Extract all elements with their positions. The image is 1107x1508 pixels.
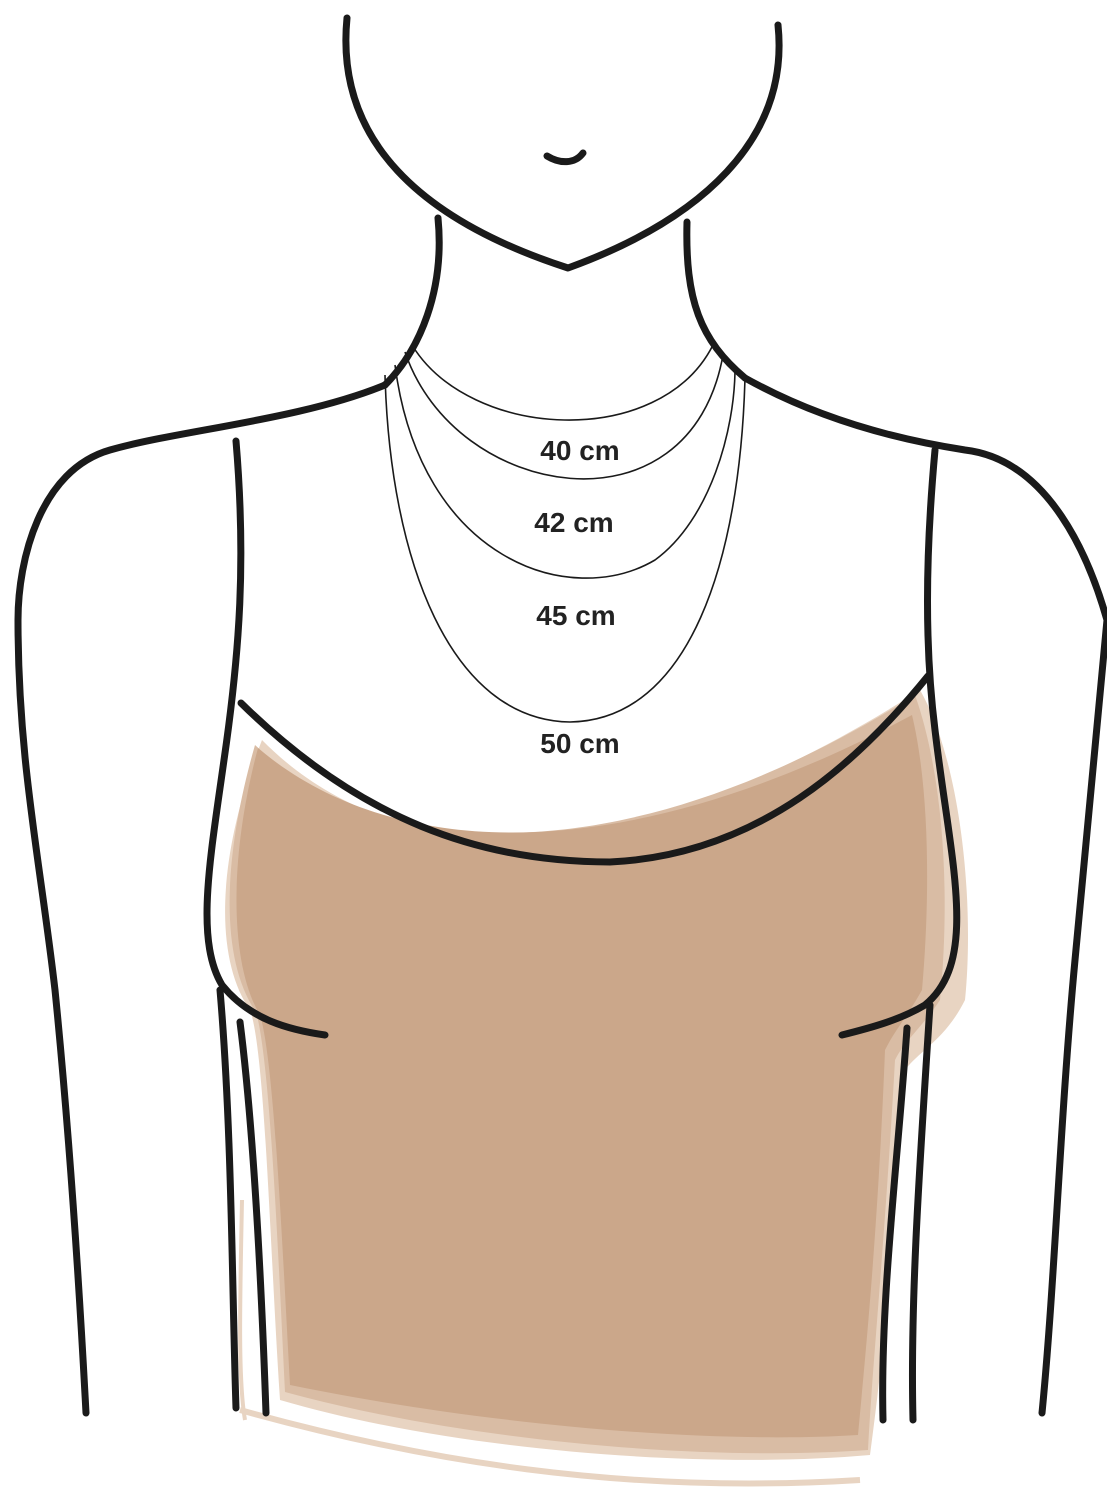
- top-fill-main: [236, 715, 927, 1437]
- left-torso-outer: [220, 990, 236, 1408]
- chain-40cm: [412, 345, 713, 420]
- length-labels: 40 cm 42 cm 45 cm 50 cm: [534, 435, 619, 759]
- mouth-line: [547, 153, 583, 162]
- chain-45cm: [395, 365, 735, 578]
- label-45cm: 45 cm: [536, 600, 615, 631]
- face-outline: [346, 18, 779, 268]
- top-garment: [225, 690, 968, 1484]
- label-42cm: 42 cm: [534, 507, 613, 538]
- chain-50cm: [385, 375, 745, 722]
- label-50cm: 50 cm: [540, 728, 619, 759]
- right-torso-outer: [912, 1005, 930, 1420]
- neck-right: [687, 222, 745, 378]
- brush-stroke-left: [240, 1200, 245, 1420]
- neck-left: [385, 218, 439, 385]
- label-40cm: 40 cm: [540, 435, 619, 466]
